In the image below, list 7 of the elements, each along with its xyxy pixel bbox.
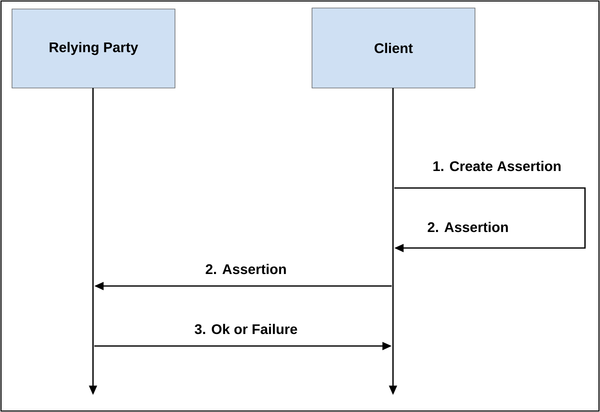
edge-label: 3. Ok or Failure [193,322,299,336]
message-label: 2. Assertion [426,220,510,234]
edge-label: 2. Assertion [204,262,288,276]
participant-box: Relying Party [12,8,176,88]
participant-box: Client [312,8,476,88]
self-message-arrow [394,187,586,252]
edge-label: 1. Create Assertion [431,160,563,172]
